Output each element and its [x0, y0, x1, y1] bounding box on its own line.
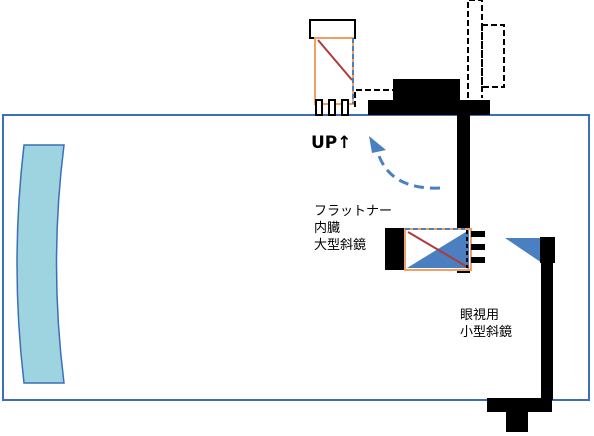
flattener-pin-3	[471, 257, 485, 263]
focuser-body	[393, 79, 460, 105]
finder-label: 眼視用 小型斜鏡	[460, 307, 512, 341]
eyepiece-foot	[506, 410, 528, 432]
flattener-label: フラットナー 内臓 大型斜鏡	[314, 203, 392, 254]
flattener-top-pin-1	[315, 99, 323, 116]
up-arrow-head	[369, 136, 386, 153]
flattener-pin-2	[471, 244, 485, 250]
finder-label-line-2: 小型斜鏡	[460, 325, 513, 340]
eyepiece-base	[487, 398, 552, 412]
up-arrow-curve	[376, 152, 441, 190]
flattener-top-box	[314, 37, 354, 105]
flattener-top-cap	[309, 19, 356, 39]
flattener-label-line-2: 内臓	[314, 221, 341, 236]
telescope-tube	[2, 114, 590, 401]
finder-label-line-1: 眼視用	[460, 308, 500, 323]
flattener-top-ray	[317, 39, 353, 81]
small-diagonal-mirror	[505, 238, 542, 263]
flattener-label-line-1: フラットナー	[314, 204, 393, 219]
focuser-stub	[462, 100, 484, 108]
flattener-top-pin-2	[328, 99, 336, 116]
flattener-pin-1	[471, 231, 485, 237]
dashed-link-upper	[467, 0, 483, 98]
flattener-ray	[407, 231, 470, 269]
eyepiece-rod	[541, 262, 553, 400]
up-label: UP↑	[311, 133, 352, 153]
dashed-eyepiece-box	[481, 24, 505, 88]
primary-mirror	[16, 144, 65, 384]
flattener-black-block	[385, 228, 405, 270]
dashed-link-left	[354, 89, 393, 107]
small-mirror-holder	[540, 237, 555, 263]
flattener-top-pin-3	[341, 99, 349, 116]
flattener-label-line-3: 大型斜鏡	[314, 238, 367, 253]
